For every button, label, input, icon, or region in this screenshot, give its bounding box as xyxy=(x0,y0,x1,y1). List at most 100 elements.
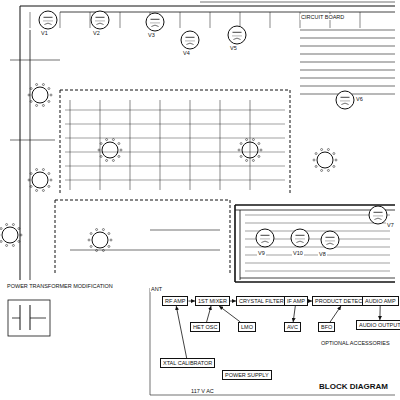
transformer-inset xyxy=(8,300,50,336)
tube-symbol xyxy=(321,231,339,249)
wire xyxy=(245,223,390,224)
tube-symbol xyxy=(369,206,387,224)
tube-symbol xyxy=(39,11,57,29)
tube-symbol xyxy=(336,91,354,109)
block-box: XTAL CALIBRATOR xyxy=(160,358,215,368)
wire xyxy=(300,54,395,55)
block-box: POWER SUPPLY xyxy=(222,370,272,380)
annotation-label: 117 V AC xyxy=(190,388,215,394)
wire xyxy=(300,86,395,87)
wire xyxy=(230,200,231,275)
block-label: HET OSC xyxy=(193,324,217,330)
annotation-label: V4 xyxy=(182,50,191,56)
wire xyxy=(10,140,55,141)
wire xyxy=(90,12,91,28)
signal-arrow xyxy=(379,306,380,320)
signal-arrow xyxy=(293,306,295,322)
block-box: CRYSTAL FILTER xyxy=(236,296,287,306)
annotation-label: V10 xyxy=(292,250,304,256)
wire xyxy=(245,263,390,264)
wire xyxy=(300,78,395,79)
block-box: RF AMP xyxy=(162,296,188,306)
wire xyxy=(270,12,271,28)
wire xyxy=(65,138,285,139)
block-label: IF AMP xyxy=(287,298,305,304)
wire xyxy=(55,200,230,201)
wire xyxy=(160,100,161,190)
wire xyxy=(20,6,21,280)
annotation-label: POWER TRANSFORMER MODIFICATION xyxy=(6,283,114,289)
block-label: POWER SUPPLY xyxy=(225,372,269,378)
wire xyxy=(235,204,395,206)
diagram-title: BLOCK DIAGRAM xyxy=(318,382,389,391)
switch-wafer xyxy=(313,149,337,172)
wire xyxy=(130,100,131,190)
wire xyxy=(220,100,221,190)
block-box: BFO xyxy=(318,322,335,332)
wire xyxy=(180,12,181,28)
block-label: LMO xyxy=(241,324,253,330)
wire xyxy=(10,60,60,61)
signal-arrow xyxy=(207,306,211,322)
block-label: RF AMP xyxy=(165,298,185,304)
wire xyxy=(300,30,395,31)
wire xyxy=(65,166,285,167)
annotation-label: CIRCUIT BOARD xyxy=(300,14,345,20)
wire xyxy=(290,90,291,195)
wire xyxy=(360,12,361,28)
wire xyxy=(100,100,101,190)
wire xyxy=(300,70,395,71)
annotation-label: V8 xyxy=(318,251,327,257)
block-label: XTAL CALIBRATOR xyxy=(163,360,212,366)
wire xyxy=(234,205,236,282)
block-box: AVC xyxy=(284,322,301,332)
wire xyxy=(150,230,220,231)
wire xyxy=(150,288,151,395)
tube-symbol xyxy=(146,13,164,31)
annotation-label: V3 xyxy=(147,32,156,38)
annotation-label: V1 xyxy=(40,30,49,36)
tube-symbol xyxy=(181,31,199,49)
wire xyxy=(60,90,61,195)
wire xyxy=(60,90,290,91)
tube-symbol xyxy=(256,229,274,247)
block-label: AUDIO OUTPUT xyxy=(359,322,400,328)
wire xyxy=(300,46,395,47)
signal-arrow xyxy=(330,306,341,322)
switch-wafer xyxy=(0,224,22,247)
annotation-label: V5 xyxy=(229,45,238,51)
wire xyxy=(65,152,285,153)
wire xyxy=(300,38,395,39)
wire xyxy=(20,305,21,330)
block-box: AUDIO AMP xyxy=(362,296,399,306)
wire xyxy=(245,215,390,216)
wire xyxy=(190,100,191,190)
wire xyxy=(70,250,220,251)
wire xyxy=(12,318,20,319)
wire xyxy=(200,2,395,3)
tube-symbol xyxy=(228,26,246,44)
block-box: LMO xyxy=(238,322,256,332)
wire xyxy=(65,110,285,111)
annotation-label: V7 xyxy=(386,222,395,228)
block-box: 1ST MIXER xyxy=(195,296,230,306)
wire xyxy=(210,12,211,28)
switch-wafer xyxy=(98,139,122,162)
wire xyxy=(70,100,71,190)
tube-symbol xyxy=(91,11,109,29)
block-label: CRYSTAL FILTER xyxy=(239,298,284,304)
wire xyxy=(30,30,31,280)
block-label: AVC xyxy=(287,324,298,330)
annotation-label: OPTIONAL ACCESSORIES xyxy=(320,340,391,346)
wire xyxy=(30,318,46,319)
wire xyxy=(30,305,31,330)
switch-wafer xyxy=(88,229,112,252)
block-box: HET OSC xyxy=(190,322,220,332)
wire xyxy=(245,271,390,272)
wire xyxy=(240,210,241,280)
switch-wafer xyxy=(238,139,262,162)
wire xyxy=(55,200,56,275)
wire xyxy=(150,395,395,396)
wire xyxy=(120,12,121,28)
